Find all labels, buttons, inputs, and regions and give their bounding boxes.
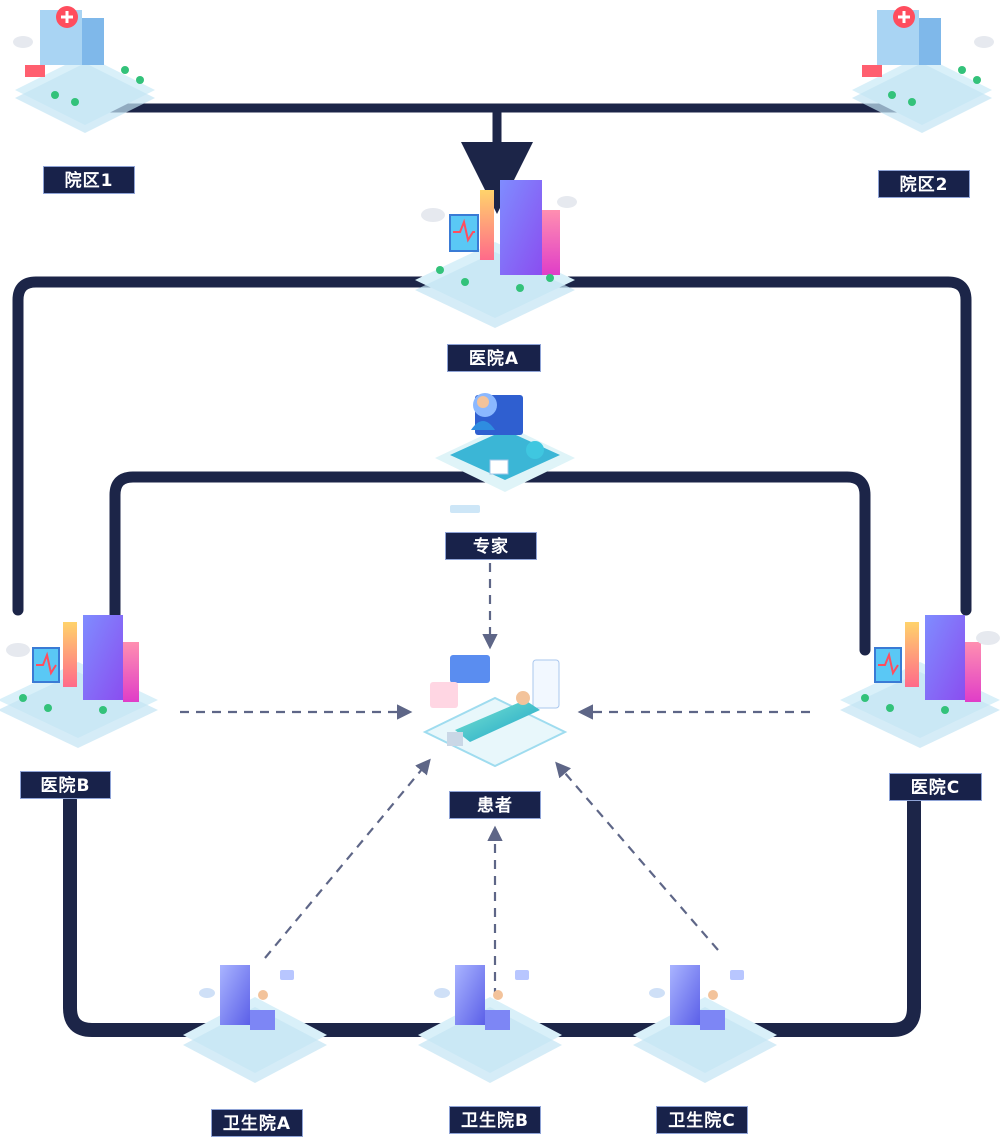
clinic-a-to-patient — [264, 758, 431, 959]
expert-illustration — [435, 393, 575, 513]
chart-panel-icon — [450, 655, 490, 683]
expert-avatar — [477, 396, 489, 408]
campus2-label: 院区2 — [878, 170, 970, 198]
expert-label: 专家 — [445, 532, 537, 560]
hospital-c-illustration — [840, 615, 1000, 748]
doctor-avatar — [708, 990, 718, 1000]
hospital-a-label: 医院A — [447, 344, 541, 372]
clinic-c-illustration — [633, 965, 777, 1083]
hospital-c-label: 医院C — [889, 773, 982, 801]
hospital-b-illustration — [0, 615, 158, 748]
clinic-a-illustration — [183, 965, 327, 1083]
campus1-label: 院区1 — [43, 166, 135, 194]
clinic-c-to-patient — [555, 761, 719, 951]
doctor-avatar — [258, 990, 268, 1000]
patient-label: 患者 — [449, 791, 541, 819]
doctor-avatar — [493, 990, 503, 1000]
patient-illustration — [422, 655, 568, 768]
dashed-connections — [180, 563, 810, 1045]
campus2-illustration — [852, 6, 994, 133]
clipboard-icon — [532, 659, 560, 709]
clinic-c-label: 卫生院C — [656, 1106, 748, 1134]
bottom-loop — [63, 793, 921, 1037]
hospital-bed-icon — [455, 700, 540, 742]
hospital-a-illustration — [415, 180, 577, 328]
clinic-b-label: 卫生院B — [449, 1106, 541, 1134]
campus1-illustration — [13, 6, 155, 133]
clinic-b-illustration — [418, 965, 562, 1083]
clinic-a-label: 卫生院A — [211, 1109, 303, 1137]
patient-avatar — [516, 691, 530, 705]
hospital-b-label: 医院B — [20, 771, 111, 799]
